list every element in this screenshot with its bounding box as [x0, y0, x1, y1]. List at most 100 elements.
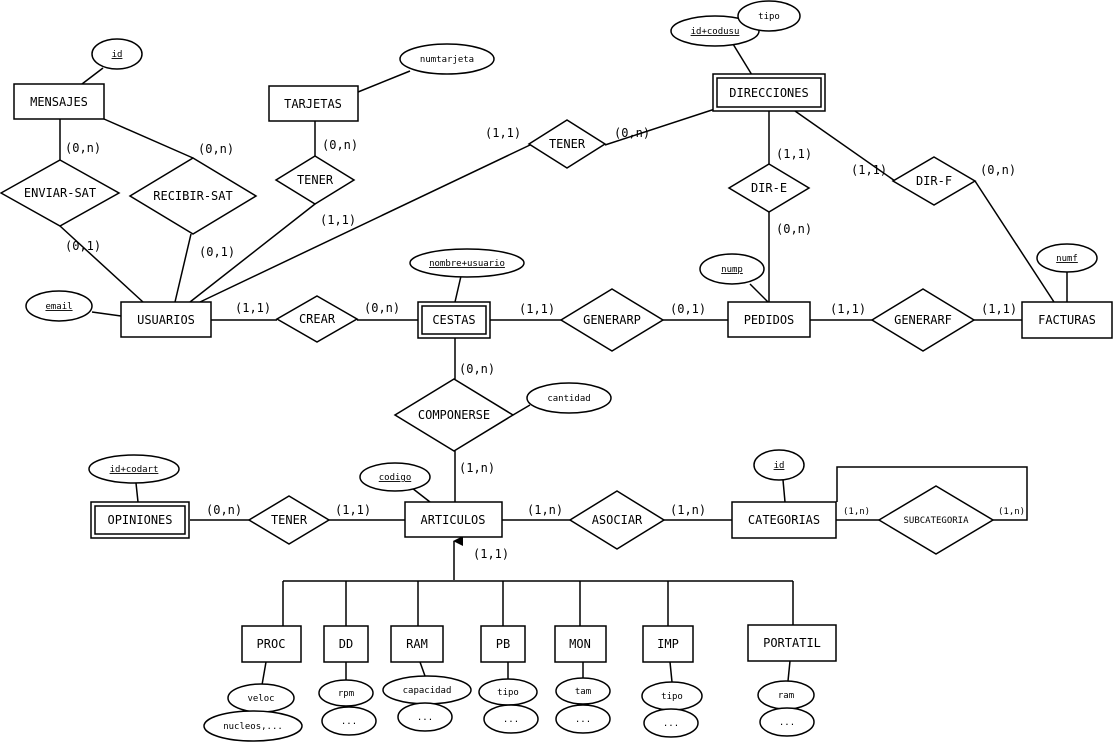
entity-categorias: CATEGORIAS	[731, 501, 837, 539]
attribute-direcciones-id-label: id+codusu	[691, 27, 740, 37]
attribute-mon-tam: tam	[555, 677, 611, 705]
entity-dd-label: DD	[339, 637, 353, 651]
entity-opiniones-label: OPINIONES	[107, 513, 172, 527]
attribute-usuarios-email: email	[25, 290, 93, 322]
relationship-generarp: GENERARP	[559, 288, 665, 352]
attribute-componerse-cantidad: cantidad	[526, 382, 612, 414]
attribute-direcciones-tipo-label: tipo	[758, 12, 780, 22]
attribute-imp-more-label: ...	[663, 719, 679, 729]
entity-mensajes: MENSAJES	[13, 83, 105, 120]
relationship-subcategoria-label: SUBCATEGORIA	[903, 516, 969, 526]
relationship-tener-opiniones-label: TENER	[271, 513, 308, 527]
cardinality-pedidos-generarp: (0,1)	[670, 302, 706, 316]
attribute-mensajes-id-label: id	[112, 50, 123, 60]
attribute-dd-more-label: ...	[341, 717, 357, 727]
cardinality-articulos-componerse: (1,n)	[459, 461, 495, 475]
entity-pb-label: PB	[496, 637, 510, 651]
entity-direcciones: DIRECCIONES	[712, 73, 826, 112]
relationship-tener-tarjetas-label: TENER	[297, 173, 334, 187]
entity-pedidos: PEDIDOS	[727, 301, 811, 338]
relationship-crear-label: CREAR	[299, 312, 336, 326]
attribute-imp-more: ...	[643, 708, 699, 738]
relationship-dir-e-label: DIR-E	[751, 181, 787, 195]
attribute-opiniones-id-label: id+codart	[110, 465, 159, 475]
attribute-ram-capacidad-label: capacidad	[403, 686, 452, 696]
attribute-dd-rpm-label: rpm	[338, 689, 354, 699]
cardinality-categorias-subcategoria-left: (1,n)	[843, 507, 870, 517]
attribute-categorias-id: id	[753, 449, 805, 481]
entity-ram: RAM	[390, 625, 444, 663]
attribute-componerse-cantidad-label: cantidad	[547, 394, 590, 404]
attribute-dd-rpm: rpm	[318, 679, 374, 707]
entity-facturas: FACTURAS	[1021, 301, 1113, 339]
attribute-mon-tam-label: tam	[575, 687, 591, 697]
attribute-mensajes-id: id	[91, 38, 143, 70]
attribute-ram-more-label: ...	[417, 713, 433, 723]
relationship-tener-direcciones-label: TENER	[549, 137, 586, 151]
cardinality-categorias-subcategoria-right: (1,n)	[998, 507, 1025, 517]
entity-portatil: PORTATIL	[747, 624, 837, 662]
cardinality-labels: (0,n) (0,n) (0,1) (0,1) (0,n) (1,1) (1,1…	[65, 126, 1025, 561]
relationship-tener-opiniones: TENER	[247, 495, 331, 545]
attribute-cestas-nombre-usuario: nombre+usuario	[409, 248, 525, 278]
entity-imp-label: IMP	[657, 637, 679, 651]
attribute-categorias-id-label: id	[774, 461, 785, 471]
relationship-generarf: GENERARF	[870, 288, 976, 352]
cardinality-usuarios-recibir: (0,1)	[199, 245, 235, 259]
attribute-portatil-more-label: ...	[779, 718, 795, 728]
entity-articulos-label: ARTICULOS	[420, 513, 485, 527]
entity-mensajes-label: MENSAJES	[30, 95, 88, 109]
entity-usuarios-label: USUARIOS	[137, 313, 195, 327]
cardinality-opiniones-tener: (0,n)	[206, 503, 242, 517]
attribute-direcciones-id: id+codusu	[670, 15, 760, 47]
cardinality-tarjetas-tener: (0,n)	[322, 138, 358, 152]
relationship-recibir-sat: RECIBIR-SAT	[128, 157, 258, 235]
attribute-opiniones-id: id+codart	[88, 454, 180, 484]
attribute-articulos-codigo: codigo	[359, 462, 431, 492]
attribute-proc-nucleos-label: nucleos,...	[223, 722, 283, 732]
entity-usuarios: USUARIOS	[120, 301, 212, 338]
attribute-pedidos-nump-label: nump	[721, 265, 743, 275]
entity-tarjetas: TARJETAS	[268, 85, 359, 122]
cardinality-pedidos-dir-e: (0,n)	[776, 222, 812, 236]
cardinality-facturas-dir-f: (0,n)	[980, 163, 1016, 177]
cardinality-cestas-generarp: (1,1)	[519, 302, 555, 316]
relationship-componerse-label: COMPONERSE	[418, 408, 490, 422]
relationship-dir-f: DIR-F	[891, 156, 977, 206]
relationship-enviar-sat-label: ENVIAR-SAT	[24, 186, 96, 200]
cardinality-articulos-isa: (1,1)	[473, 547, 509, 561]
entity-tarjetas-label: TARJETAS	[284, 97, 342, 111]
cardinality-direcciones-dir-e: (1,1)	[776, 147, 812, 161]
attribute-facturas-numf-label: numf	[1056, 254, 1078, 264]
relationship-subcategoria: SUBCATEGORIA	[877, 485, 995, 555]
cardinality-facturas-generarf: (1,1)	[981, 302, 1017, 316]
attribute-portatil-ram-label: ram	[778, 691, 794, 701]
attribute-pedidos-nump: nump	[699, 253, 765, 285]
relationship-dir-e: DIR-E	[727, 163, 811, 213]
entity-ram-label: RAM	[406, 637, 428, 651]
relationship-dir-f-label: DIR-F	[916, 174, 952, 188]
cardinality-usuarios-crear: (1,1)	[235, 301, 271, 315]
cardinality-mensajes-enviar: (0,n)	[65, 141, 101, 155]
attribute-tarjetas-numtarjeta-label: numtarjeta	[420, 55, 474, 65]
cardinality-usuarios-tener-tarjetas: (1,1)	[320, 213, 356, 227]
cardinality-direcciones-tener: (0,n)	[614, 126, 650, 140]
attribute-facturas-numf: numf	[1036, 243, 1098, 273]
entity-pedidos-label: PEDIDOS	[744, 313, 795, 327]
relationship-recibir-sat-label: RECIBIR-SAT	[153, 189, 232, 203]
attribute-imp-tipo: tipo	[641, 681, 703, 711]
attribute-pb-tipo: tipo	[478, 678, 538, 706]
entity-pb: PB	[480, 625, 526, 663]
attribute-portatil-more: ...	[759, 707, 815, 737]
cardinality-categorias-asociar: (1,n)	[670, 503, 706, 517]
entity-proc-label: PROC	[257, 637, 286, 651]
entity-mon-label: MON	[569, 637, 591, 651]
entity-portatil-label: PORTATIL	[763, 636, 821, 650]
cardinality-usuarios-enviar: (0,1)	[65, 239, 101, 253]
attribute-imp-tipo-label: tipo	[661, 692, 683, 702]
cardinality-usuarios-tener-direcciones: (1,1)	[485, 126, 521, 140]
cardinality-mensajes-recibir: (0,n)	[198, 142, 234, 156]
entity-imp: IMP	[642, 625, 694, 663]
entity-dd: DD	[323, 625, 369, 663]
entity-facturas-label: FACTURAS	[1038, 313, 1096, 327]
